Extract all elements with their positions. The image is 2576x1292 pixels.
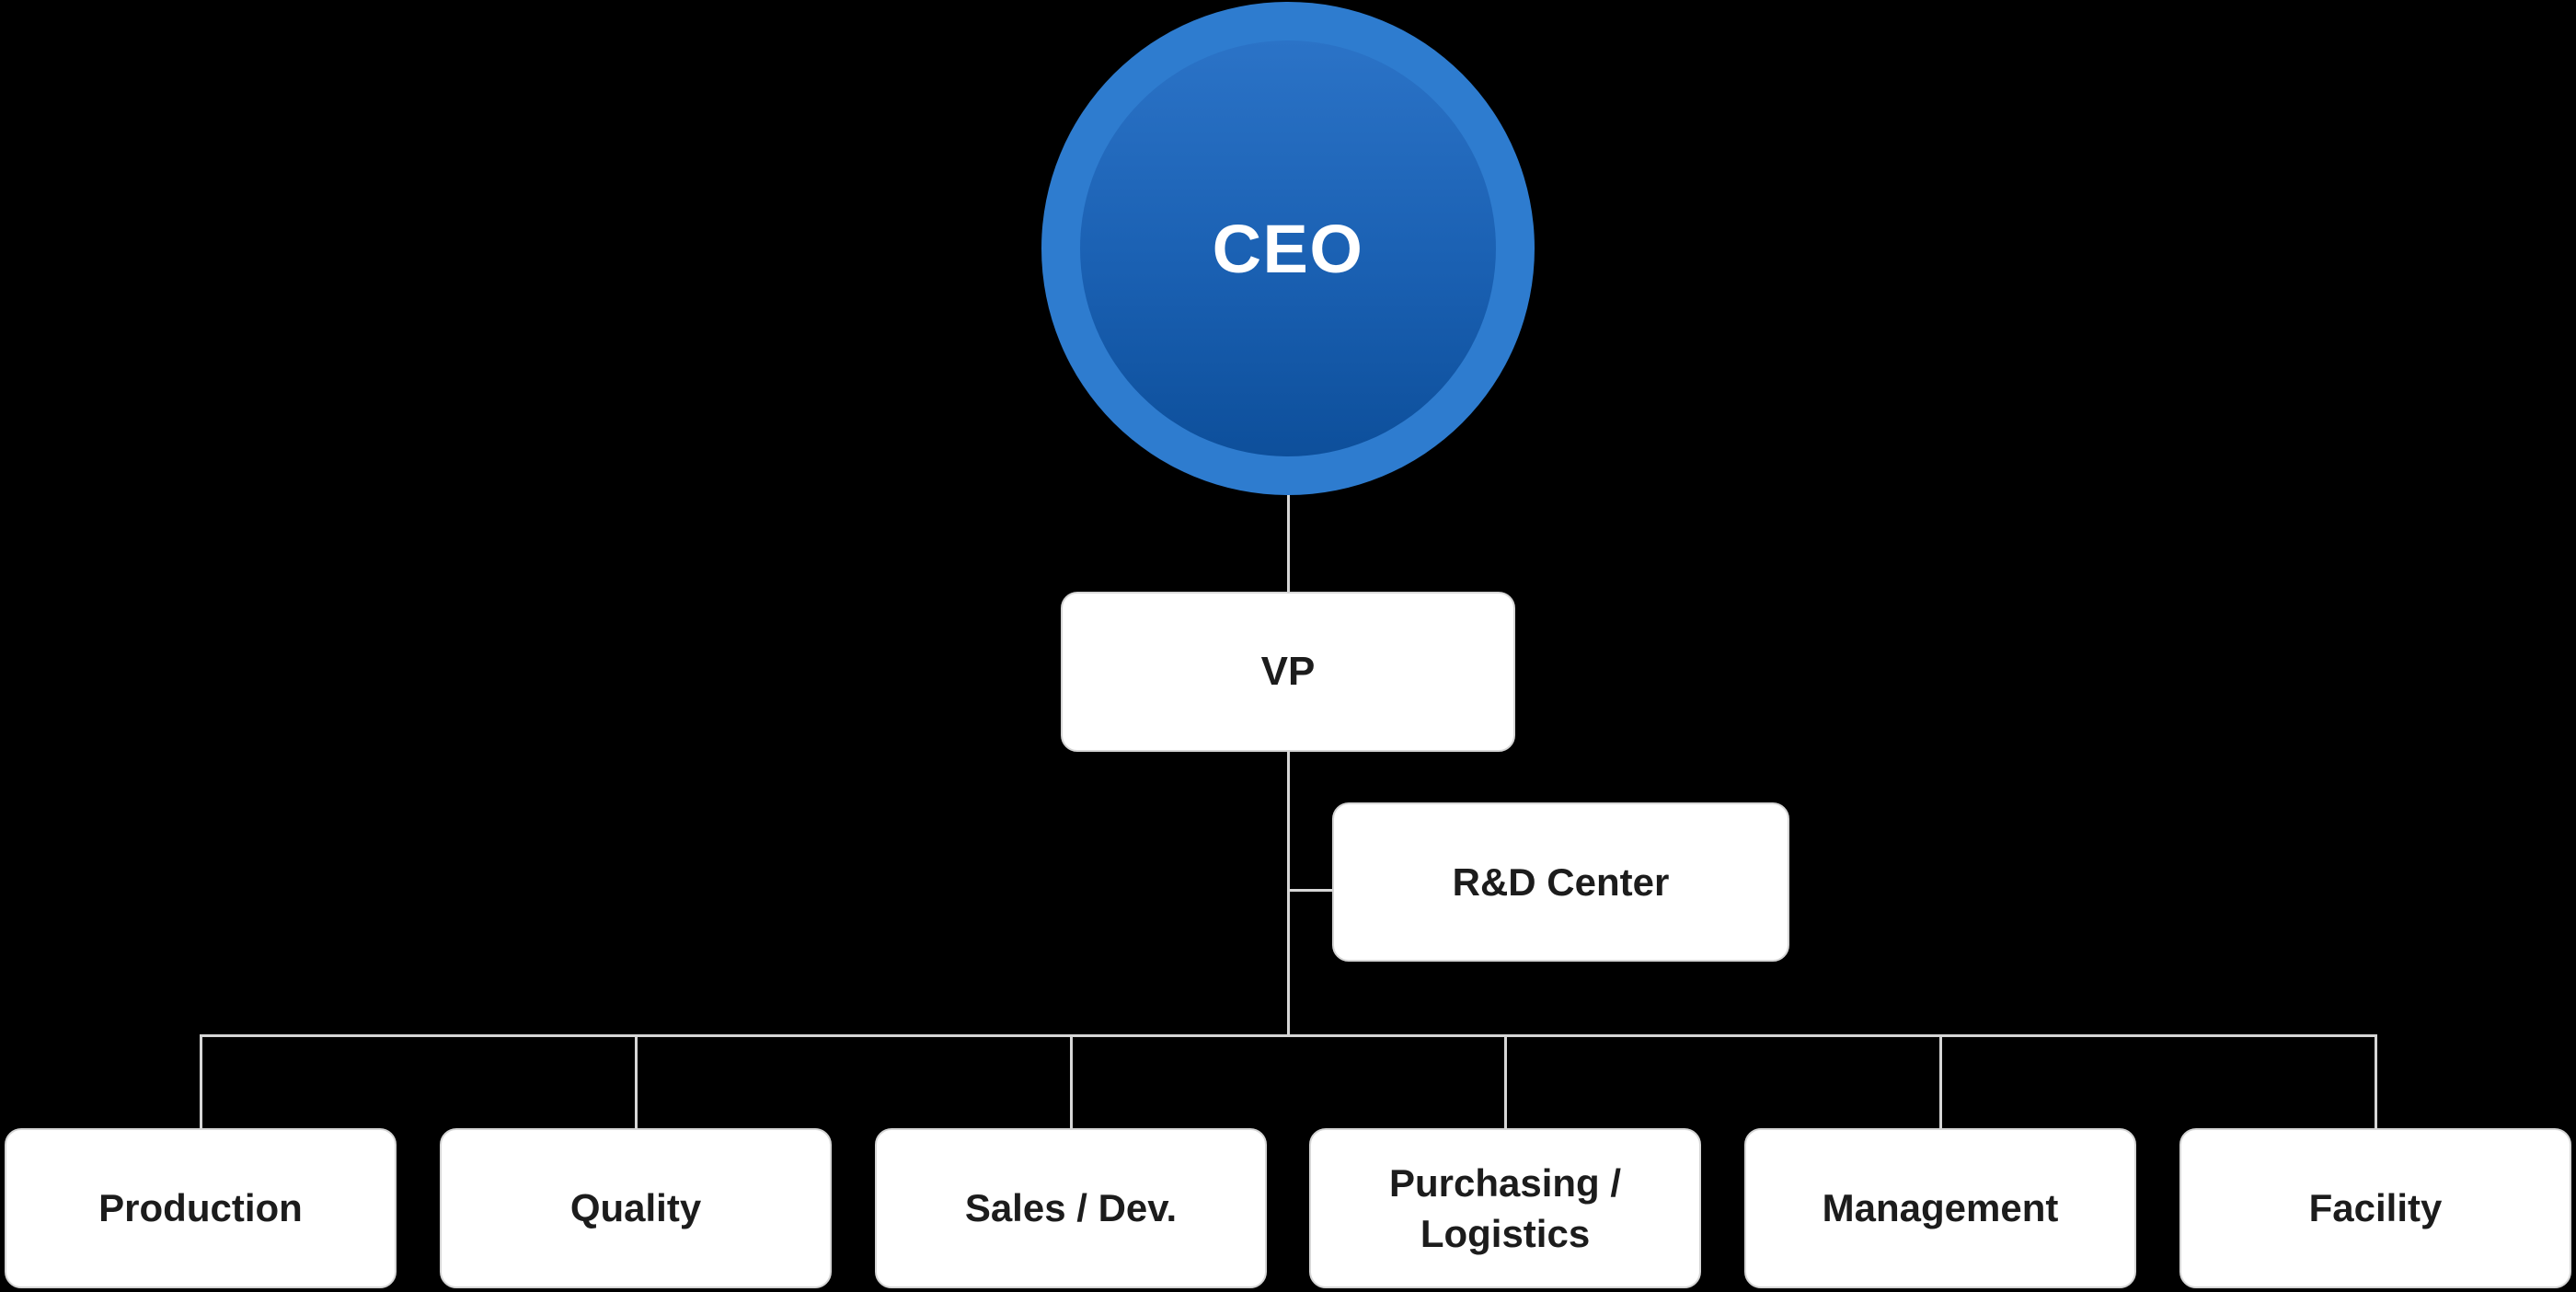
node-quality-label: Quality (569, 1186, 702, 1230)
node-ceo-label: CEO (1212, 210, 1364, 287)
node-sales-dev-label: Sales / Dev. (964, 1186, 1178, 1230)
connector-drop-sales-dev (1069, 1034, 1073, 1130)
node-ceo: CEO (1041, 2, 1535, 495)
node-quality: Quality (440, 1128, 832, 1288)
connector-ceo-to-vp (1286, 493, 1290, 594)
node-facility: Facility (2179, 1128, 2571, 1288)
node-sales-dev: Sales / Dev. (875, 1128, 1267, 1288)
connector-department-bus (200, 1034, 2376, 1037)
node-rnd-center: R&D Center (1332, 802, 1789, 962)
node-vp-label: VP (1260, 649, 1316, 694)
node-rnd-center-label: R&D Center (1452, 859, 1670, 904)
node-facility-label: Facility (2308, 1186, 2443, 1230)
connector-vp-to-bus (1286, 750, 1290, 1037)
connector-drop-facility (2374, 1034, 2377, 1130)
connector-drop-production (199, 1034, 202, 1130)
node-purchasing-logistics: Purchasing / Logistics (1309, 1128, 1701, 1288)
connector-drop-management (1938, 1034, 1942, 1130)
node-management: Management (1744, 1128, 2136, 1288)
node-management-label: Management (1822, 1186, 2059, 1230)
connector-drop-quality (634, 1034, 638, 1130)
node-production-label: Production (98, 1186, 303, 1230)
connector-stub-rnd-center (1288, 889, 1334, 892)
node-production: Production (5, 1128, 397, 1288)
node-purchasing-logistics-label: Purchasing / Logistics (1388, 1160, 1622, 1255)
connector-drop-purchasing-logistics (1503, 1034, 1507, 1130)
node-ceo-inner-disc: CEO (1080, 40, 1496, 456)
node-vp: VP (1061, 592, 1515, 752)
